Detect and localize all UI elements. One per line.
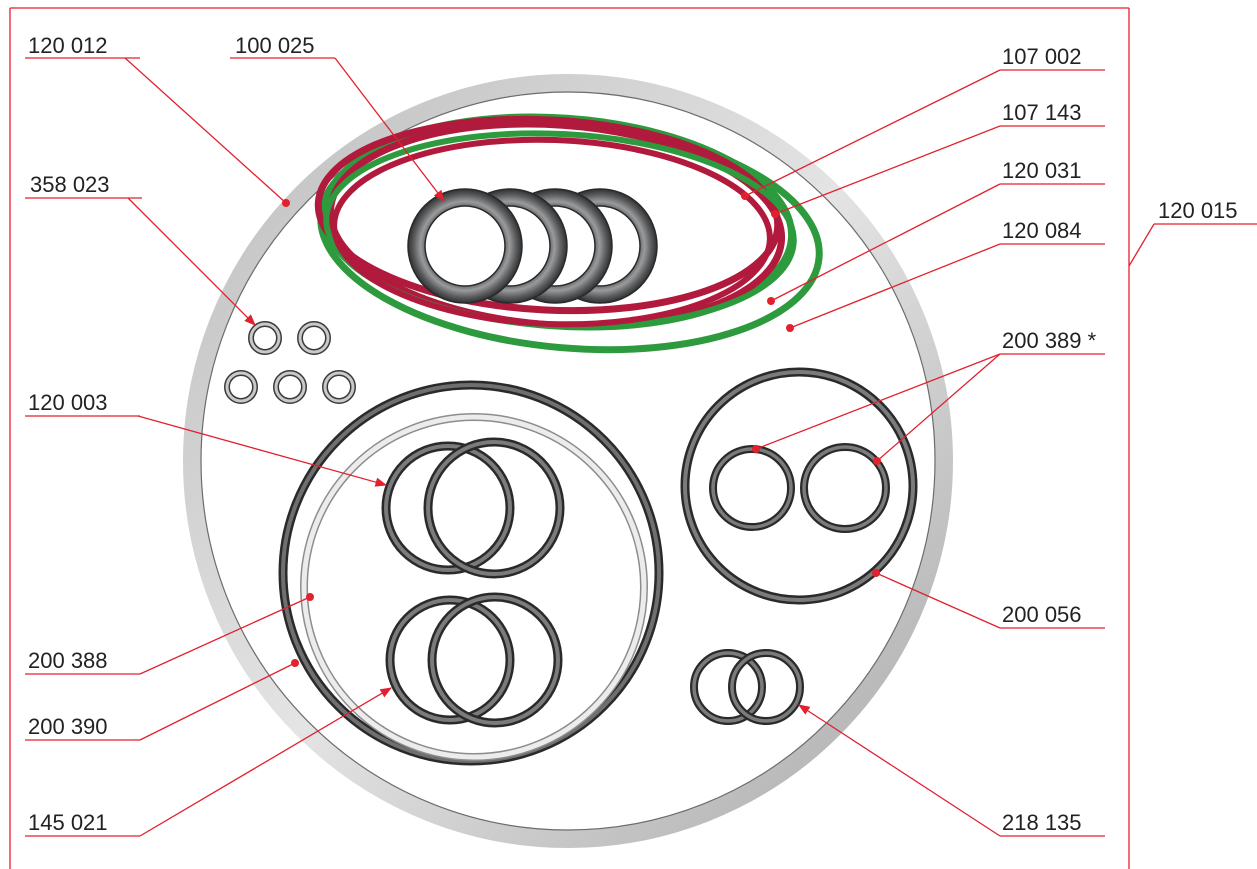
callout-200056: 200 056 bbox=[872, 569, 1105, 629]
label-358023: 358 023 bbox=[30, 172, 110, 197]
label-107002: 107 002 bbox=[1002, 44, 1082, 69]
callout-120015: 120 015 bbox=[1128, 198, 1257, 267]
callout-120012: 120 012 bbox=[25, 33, 290, 207]
callout-120031: 120 031 bbox=[767, 158, 1105, 305]
callout-358023: 358 023 bbox=[25, 172, 256, 326]
outer-housing-ring bbox=[183, 74, 953, 848]
callout-120003: 120 003 bbox=[25, 390, 388, 487]
callout-145021: 145 021 bbox=[25, 687, 393, 837]
label-120012: 120 012 bbox=[28, 33, 108, 58]
rings-145021 bbox=[385, 592, 563, 728]
label-200388: 200 388 bbox=[28, 648, 108, 673]
label-120031: 120 031 bbox=[1002, 158, 1082, 183]
frame bbox=[9, 7, 1130, 869]
rings-218135 bbox=[690, 649, 804, 725]
callout-107143: 107 143 bbox=[771, 100, 1105, 218]
label-107143: 107 143 bbox=[1002, 100, 1082, 125]
label-120003: 120 003 bbox=[28, 390, 108, 415]
label-200056: 200 056 bbox=[1002, 602, 1082, 627]
callout-120084: 120 084 bbox=[786, 218, 1105, 332]
label-200389: 200 389 * bbox=[1002, 328, 1097, 353]
callout-200390: 200 390 bbox=[25, 659, 299, 741]
callout-200388: 200 388 bbox=[25, 593, 314, 675]
thick-torus-rings bbox=[407, 188, 658, 304]
rings-120003 bbox=[381, 437, 565, 579]
label-120015: 120 015 bbox=[1158, 198, 1238, 223]
callout-218135: 218 135 bbox=[798, 704, 1105, 837]
callout-100025: 100 025 bbox=[230, 33, 445, 202]
label-145021: 145 021 bbox=[28, 810, 108, 835]
callout-107002: 107 002 bbox=[741, 44, 1105, 200]
rings-right-group bbox=[680, 367, 918, 605]
label-200390: 200 390 bbox=[28, 714, 108, 739]
callout-200389: 200 389 * bbox=[752, 328, 1105, 465]
label-100025: 100 025 bbox=[235, 33, 315, 58]
large-left-rings bbox=[278, 380, 664, 766]
oval-seals-red-green bbox=[314, 113, 823, 354]
label-120084: 120 084 bbox=[1002, 218, 1082, 243]
label-218135: 218 135 bbox=[1002, 810, 1082, 835]
small-rings-group bbox=[224, 321, 356, 404]
